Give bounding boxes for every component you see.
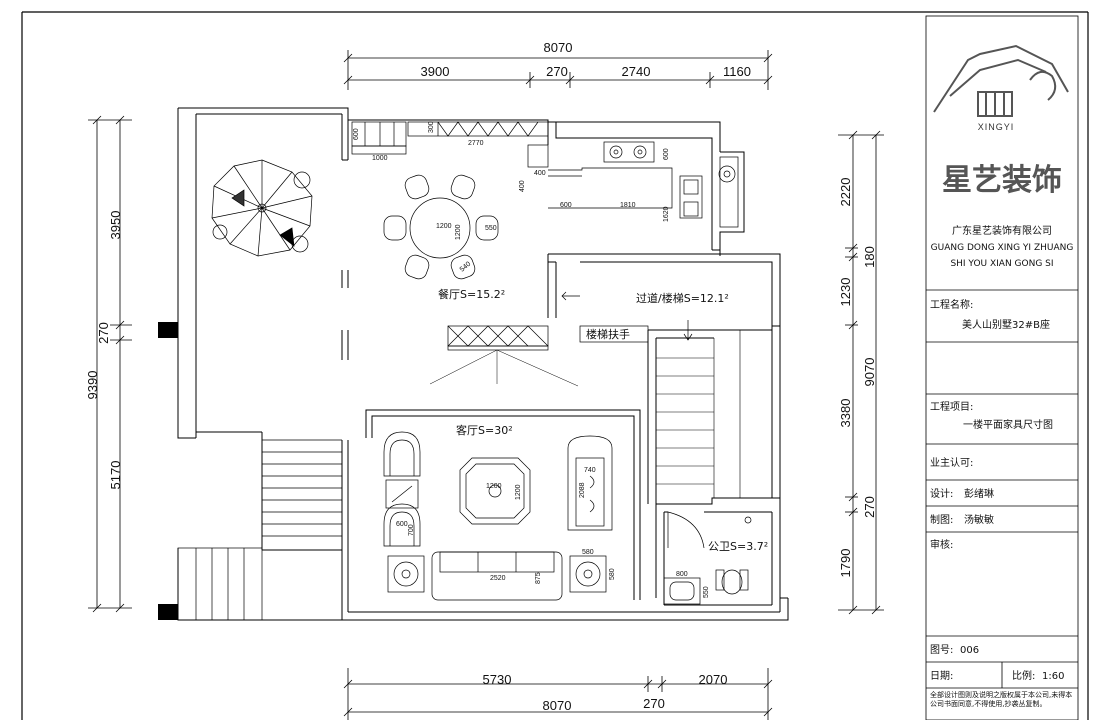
dim-table-1200a: 1200 xyxy=(436,223,452,230)
room-toilet: 公卫S=3.7² xyxy=(708,540,768,553)
dim-armchair-600: 600 xyxy=(396,521,408,528)
project-item: 一楼平面家具尺寸图 xyxy=(963,418,1053,431)
drafter-name: 汤敏敏 xyxy=(964,513,994,526)
dim-sofa-2088: 2088 xyxy=(579,482,586,498)
company-name-cn: 广东星艺装饰有限公司 xyxy=(952,224,1052,237)
room-corridor: 过道/楼梯S=12.1² xyxy=(636,291,729,305)
room-living: 客厅S=30² xyxy=(456,423,513,437)
dim-right-seg-2: 180 xyxy=(862,246,877,268)
dim-sofa-875: 875 xyxy=(535,572,542,584)
dim-kitchen-600: 600 xyxy=(663,148,670,160)
left-dimensions xyxy=(88,115,132,613)
dim-bottom-total: 8070 xyxy=(543,698,572,713)
dim-table-1200b: 1200 xyxy=(455,224,462,240)
dim-left-seg-3: 5170 xyxy=(108,461,123,490)
company-logo xyxy=(933,44,1069,117)
dim-top-seg-2: 270 xyxy=(546,64,568,79)
dim-bottom-seg-1: 5730 xyxy=(483,672,512,687)
right-dimensions xyxy=(838,130,884,615)
terrace-stairs xyxy=(177,439,342,621)
dim-right-seg-6: 1790 xyxy=(838,549,853,578)
dim-top-seg-3: 2740 xyxy=(622,64,651,79)
dim-right-seg-1: 2220 xyxy=(838,178,853,207)
dim-right-seg-3: 1230 xyxy=(838,278,853,307)
designer-label: 设计: xyxy=(930,487,953,500)
dim-right-total: 9070 xyxy=(862,358,877,387)
dim-top-seg-4: 1160 xyxy=(723,64,751,79)
dim-chair-540: 540 xyxy=(459,261,473,274)
dim-top-total: 8070 xyxy=(544,40,573,55)
dim-sofa-740: 740 xyxy=(584,467,596,474)
dim-wc-550: 550 xyxy=(703,586,710,598)
project-name: 美人山别墅32#B座 xyxy=(962,318,1050,331)
patio-umbrella xyxy=(211,159,313,257)
dim-right-seg-4: 3380 xyxy=(838,399,853,428)
stair-handrail xyxy=(447,325,649,351)
dim-side-580b: 580 xyxy=(609,568,616,580)
company-name-en-1: GUANG DONG XING YI ZHUANG xyxy=(931,243,1074,253)
owner-approval-label: 业主认可: xyxy=(930,456,973,469)
living-furniture xyxy=(383,431,613,601)
stair xyxy=(656,330,741,498)
top-dimensions xyxy=(343,50,773,90)
dim-left-seg-2: 270 xyxy=(96,322,111,344)
room-dining: 餐厅S=15.2² xyxy=(438,287,505,301)
dim-kitchen-400b: 400 xyxy=(519,180,526,192)
dim-armchair-700: 700 xyxy=(408,524,415,536)
dining-cabinets xyxy=(351,121,549,168)
logo-characters: 星艺装饰 xyxy=(942,163,1062,198)
drawing-no: 006 xyxy=(960,645,979,656)
dining-table xyxy=(383,174,499,280)
dim-bottom-seg-3: 2070 xyxy=(699,672,728,687)
walls xyxy=(177,107,789,621)
column-marker-2 xyxy=(158,604,178,620)
designer-name: 彭绪琳 xyxy=(964,487,994,500)
dim-kitchen-1810: 1810 xyxy=(620,202,636,209)
project-item-label: 工程项目: xyxy=(930,401,973,413)
project-name-label: 工程名称: xyxy=(930,298,973,311)
date-label: 日期: xyxy=(930,670,953,682)
dim-right-seg-5: 270 xyxy=(862,496,877,518)
drawing-no-label: 图号: xyxy=(930,644,953,656)
kitchen-counters xyxy=(548,141,739,228)
dim-bottom-seg-2: 270 xyxy=(643,696,665,711)
dim-chair-550: 550 xyxy=(485,225,497,232)
company-name-en-2: SHI YOU XIAN GONG SI xyxy=(950,259,1053,269)
dim-coffee-1200a: 1200 xyxy=(486,483,502,490)
title-block xyxy=(925,15,1079,720)
logo-text: XINGYI xyxy=(978,122,1015,132)
dim-top-seg-1: 3900 xyxy=(421,64,450,79)
dim-coffee-1200b: 1200 xyxy=(515,484,522,500)
dim-left-seg-1: 3950 xyxy=(108,211,123,240)
dim-wc-800: 800 xyxy=(676,571,688,578)
drafter-label: 制图: xyxy=(930,513,953,526)
toilet-fixtures xyxy=(663,511,752,605)
dim-cabinet-600: 600 xyxy=(353,128,360,140)
scale-value: 1:60 xyxy=(1042,671,1064,682)
dim-left-total: 9390 xyxy=(85,371,100,400)
label-handrail: 楼梯扶手 xyxy=(586,327,630,341)
dim-kitchen-1620: 1620 xyxy=(663,206,670,222)
copyright-note: 全部设计图则及说明之版权属于本公司,未得本公司书面同意,不得使用,抄袭丛复制。 xyxy=(930,691,1073,708)
bottom-dimensions xyxy=(343,668,773,720)
column-marker-1 xyxy=(158,322,178,338)
dim-cabinet-2770: 2770 xyxy=(468,140,484,147)
review-label: 审核: xyxy=(930,538,953,551)
dim-sofa-2520: 2520 xyxy=(490,575,506,582)
dim-side-580a: 580 xyxy=(582,549,594,556)
corridor-arrows xyxy=(561,291,693,341)
dim-kitchen-600b: 600 xyxy=(560,202,572,209)
dim-kitchen-400: 400 xyxy=(534,170,546,177)
dim-cabinet-300: 300 xyxy=(428,121,435,133)
scale-label: 比例: xyxy=(1012,669,1035,682)
ceiling-lines xyxy=(429,349,579,387)
dim-cabinet-1000: 1000 xyxy=(372,155,388,162)
